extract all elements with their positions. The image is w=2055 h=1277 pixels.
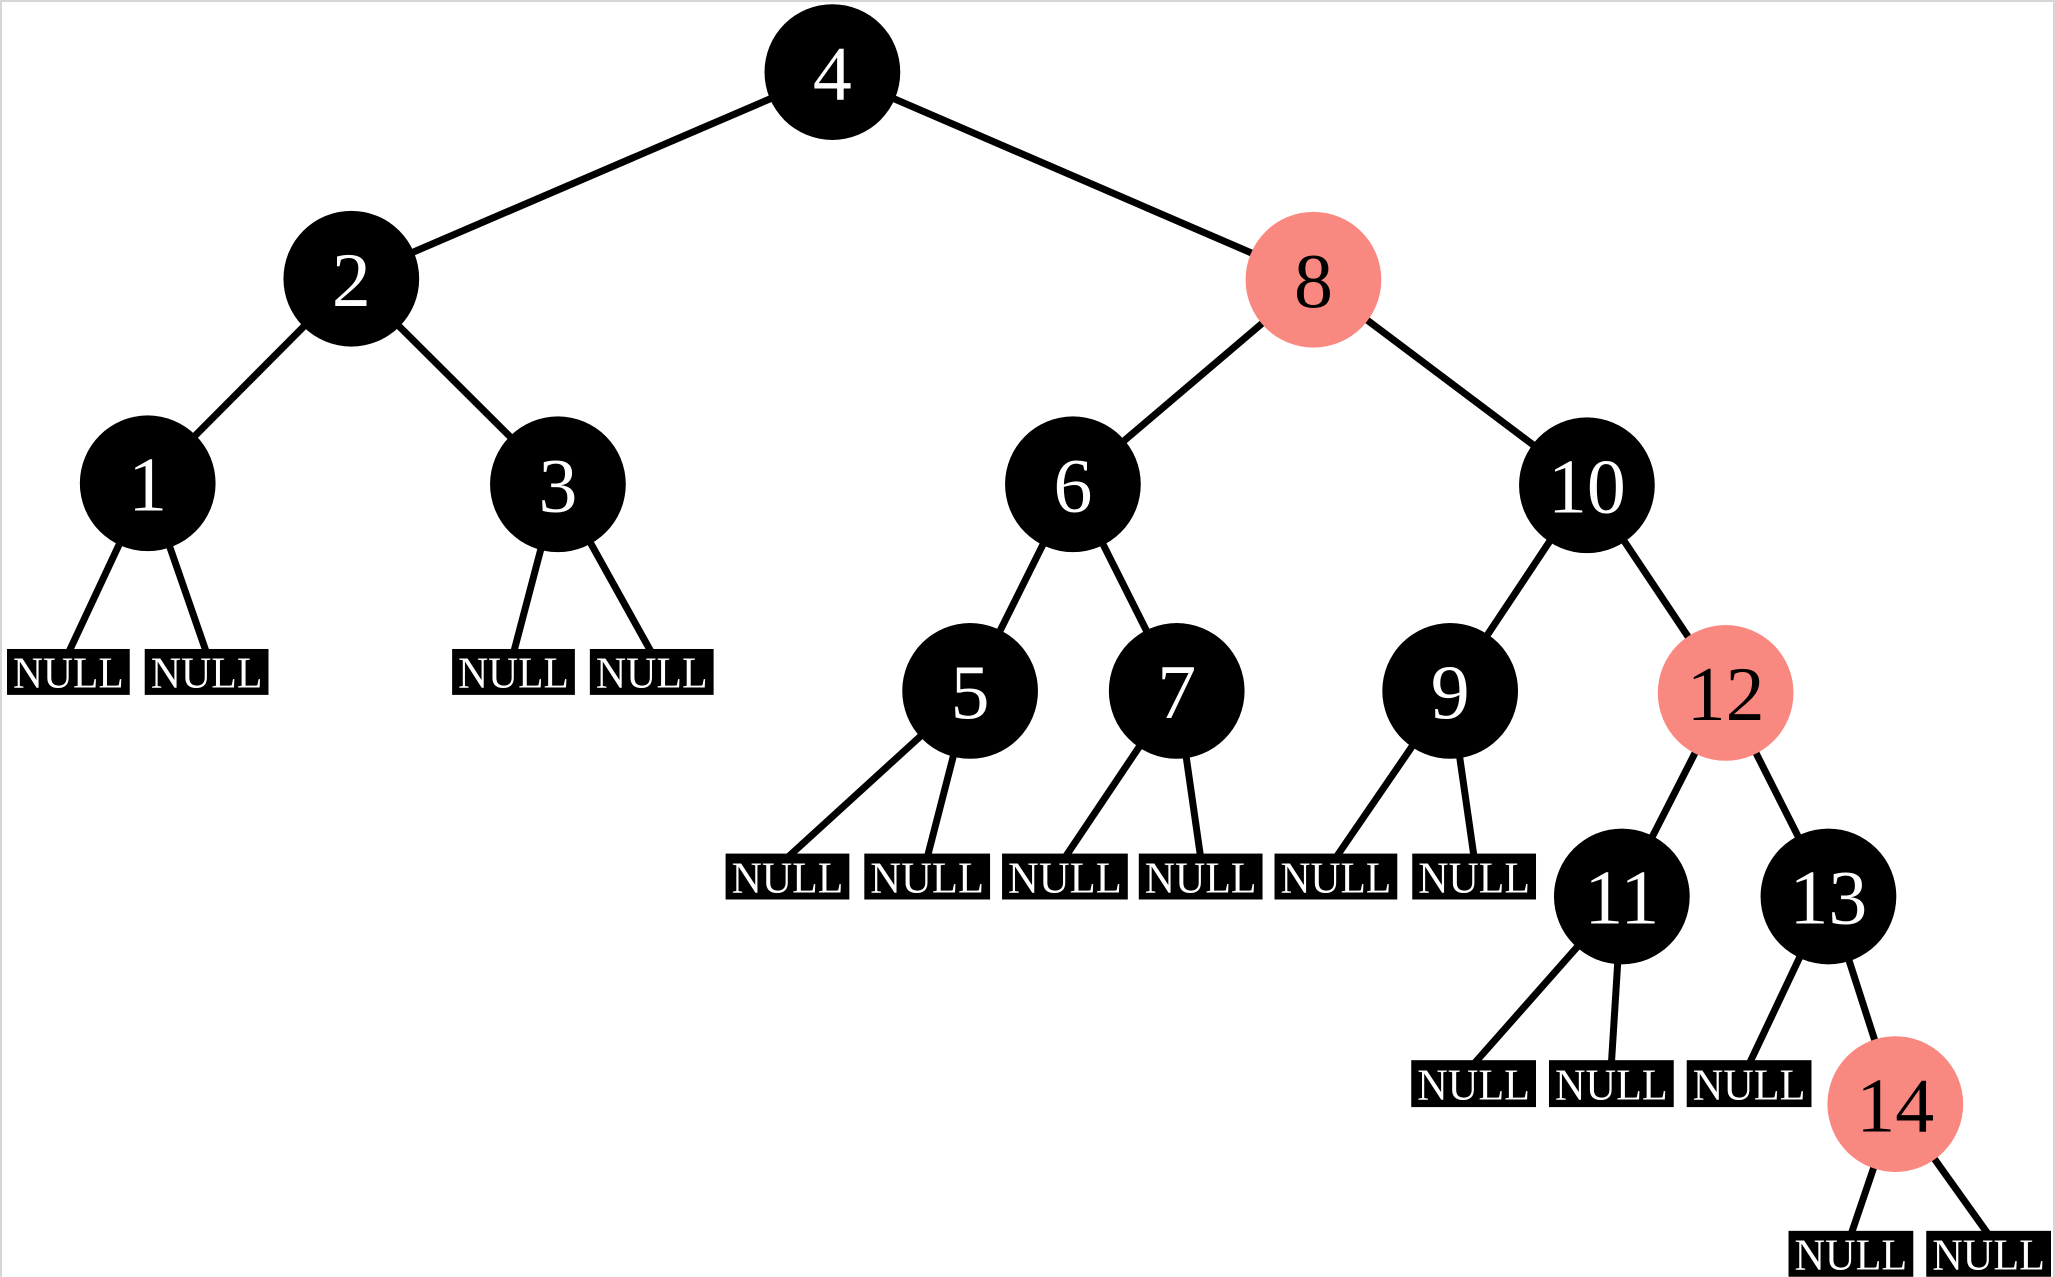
node-value-1: 1 — [128, 442, 167, 528]
null-leaf-14-13: NULL — [1788, 1230, 1914, 1277]
null-leaf-3-3: NULL — [589, 648, 714, 698]
node-value-4: 4 — [813, 30, 852, 116]
node-value-12: 12 — [1687, 651, 1765, 737]
null-leaf-1-1: NULL — [144, 648, 269, 698]
null-box — [725, 853, 850, 900]
node-value-2: 2 — [332, 237, 371, 323]
tree-node-5: 5 — [902, 623, 1038, 759]
node-value-14: 14 — [1856, 1062, 1934, 1148]
edge-4-8 — [830, 68, 1315, 283]
tree-node-13: 13 — [1760, 828, 1897, 965]
null-label: NULL — [1795, 1232, 1908, 1277]
null-label: NULL — [1281, 854, 1392, 902]
tree-node-1: 1 — [79, 415, 216, 552]
null-box — [1788, 1230, 1914, 1277]
node-value-11: 11 — [1584, 855, 1659, 941]
null-label: NULL — [732, 854, 844, 902]
null-leaf-1-0: NULL — [6, 648, 130, 698]
null-label: NULL — [1417, 1061, 1530, 1109]
null-leaf-3-2: NULL — [452, 648, 575, 698]
node-value-13: 13 — [1790, 855, 1868, 941]
null-box — [589, 648, 714, 695]
black-node-circle-13 — [1760, 828, 1897, 965]
node-value-5: 5 — [951, 649, 990, 735]
tree-node-3: 3 — [490, 416, 626, 553]
black-node-circle-9 — [1382, 623, 1519, 759]
null-leaf-14-14: NULL — [1926, 1230, 2052, 1277]
null-leaf-11-10: NULL — [1411, 1060, 1537, 1109]
null-label: NULL — [1555, 1061, 1668, 1109]
red-node-circle-8 — [1245, 211, 1382, 348]
black-node-circle-3 — [490, 416, 626, 553]
null-leaf-5-5: NULL — [864, 853, 991, 902]
null-label: NULL — [596, 650, 708, 698]
edge-4-2 — [349, 68, 834, 282]
null-box — [1686, 1060, 1812, 1108]
red-node-circle-12 — [1657, 625, 1794, 761]
null-label: NULL — [1008, 854, 1122, 902]
null-box — [1274, 853, 1398, 900]
null-label: NULL — [1145, 854, 1257, 902]
node-value-8: 8 — [1294, 238, 1333, 324]
black-node-circle-10 — [1519, 417, 1655, 554]
tree-node-2: 2 — [283, 210, 420, 347]
null-box — [452, 648, 575, 695]
black-node-circle-11 — [1553, 828, 1690, 965]
null-label: NULL — [13, 650, 124, 698]
null-leaf-11-11: NULL — [1548, 1060, 1674, 1109]
null-box — [1412, 853, 1537, 900]
tree-node-14: 14 — [1827, 1036, 1964, 1172]
black-node-circle-5 — [902, 623, 1038, 759]
tree-node-4: 4 — [764, 4, 901, 140]
tree-node-10: 10 — [1519, 417, 1655, 554]
null-box — [6, 648, 130, 695]
tree-node-11: 11 — [1553, 828, 1690, 965]
null-label: NULL — [870, 854, 984, 902]
null-box — [1548, 1060, 1674, 1108]
tree-node-12: 12 — [1657, 625, 1794, 761]
null-box — [144, 648, 269, 695]
null-box — [1002, 853, 1128, 900]
null-label: NULL — [1693, 1061, 1806, 1109]
tree-node-9: 9 — [1382, 623, 1519, 759]
null-box — [864, 853, 991, 900]
tree-node-8: 8 — [1245, 211, 1382, 348]
null-box — [1138, 853, 1263, 900]
tree-node-7: 7 — [1108, 623, 1245, 759]
tree-node-6: 6 — [1005, 416, 1141, 553]
node-value-10: 10 — [1548, 444, 1626, 530]
null-leaf-7-6: NULL — [1002, 853, 1128, 902]
node-value-7: 7 — [1157, 649, 1196, 735]
red-node-circle-14 — [1827, 1036, 1964, 1172]
null-leaves-layer: NULL NULL NULL NULL NULL NULL NULL NULL NULL NULL… — [6, 648, 2052, 1277]
null-label: NULL — [458, 650, 569, 698]
null-leaf-13-12: NULL — [1686, 1060, 1812, 1109]
null-leaf-5-4: NULL — [725, 853, 850, 902]
null-box — [1411, 1060, 1537, 1108]
black-node-circle-1 — [79, 415, 216, 552]
node-value-3: 3 — [538, 443, 577, 529]
null-label: NULL — [151, 650, 263, 698]
null-label: NULL — [1418, 854, 1530, 902]
black-node-circle-6 — [1005, 416, 1141, 553]
null-label: NULL — [1932, 1232, 2045, 1277]
null-leaf-9-9: NULL — [1412, 853, 1537, 902]
null-leaf-9-8: NULL — [1274, 853, 1398, 902]
black-node-circle-2 — [283, 210, 420, 347]
black-node-circle-4 — [764, 4, 901, 140]
black-node-circle-7 — [1108, 623, 1245, 759]
node-value-6: 6 — [1053, 443, 1092, 529]
null-leaf-7-7: NULL — [1138, 853, 1263, 902]
node-value-9: 9 — [1431, 649, 1470, 735]
null-box — [1926, 1230, 2052, 1277]
